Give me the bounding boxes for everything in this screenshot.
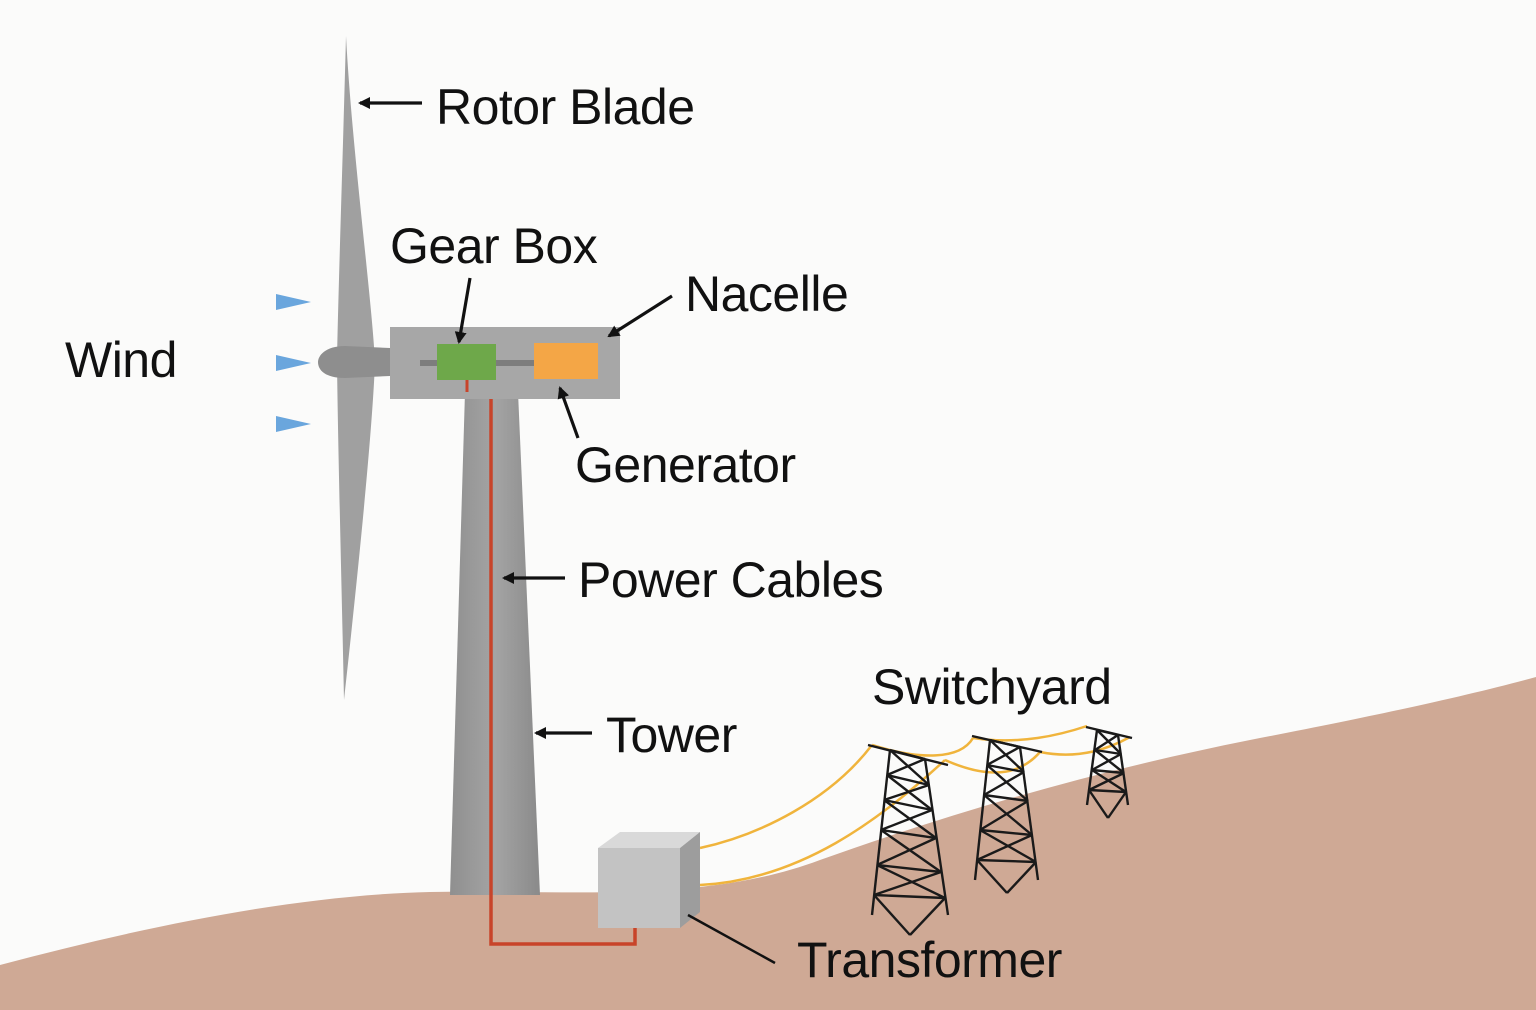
right-arrow-icon	[220, 294, 311, 310]
label-switchyard: Switchyard	[872, 659, 1112, 715]
ground	[0, 677, 1536, 1010]
label-transformer: Transformer	[797, 932, 1062, 988]
label-gear-box: Gear Box	[390, 218, 598, 274]
pointer-arrows	[358, 97, 776, 965]
right-arrow-icon	[220, 355, 311, 371]
label-tower: Tower	[606, 707, 737, 763]
left-arrow-icon	[607, 294, 673, 338]
tower	[450, 392, 540, 895]
down-arrow-icon	[454, 277, 472, 344]
label-power-cables: Power Cables	[578, 552, 883, 608]
label-nacelle: Nacelle	[685, 266, 848, 322]
leader-line	[687, 913, 776, 965]
transformer	[598, 832, 700, 928]
label-wind: Wind	[65, 332, 177, 388]
pylon	[867, 743, 950, 936]
label-generator: Generator	[575, 437, 796, 493]
wind-arrows	[220, 294, 311, 432]
pylon	[971, 734, 1043, 894]
rotor-hub	[318, 346, 390, 378]
right-arrow-icon	[220, 416, 311, 432]
pylon	[1085, 725, 1133, 819]
up-arrow-icon	[557, 386, 580, 439]
label-rotor-blade: Rotor Blade	[436, 79, 695, 135]
gear-box	[437, 344, 496, 380]
generator	[534, 343, 598, 379]
